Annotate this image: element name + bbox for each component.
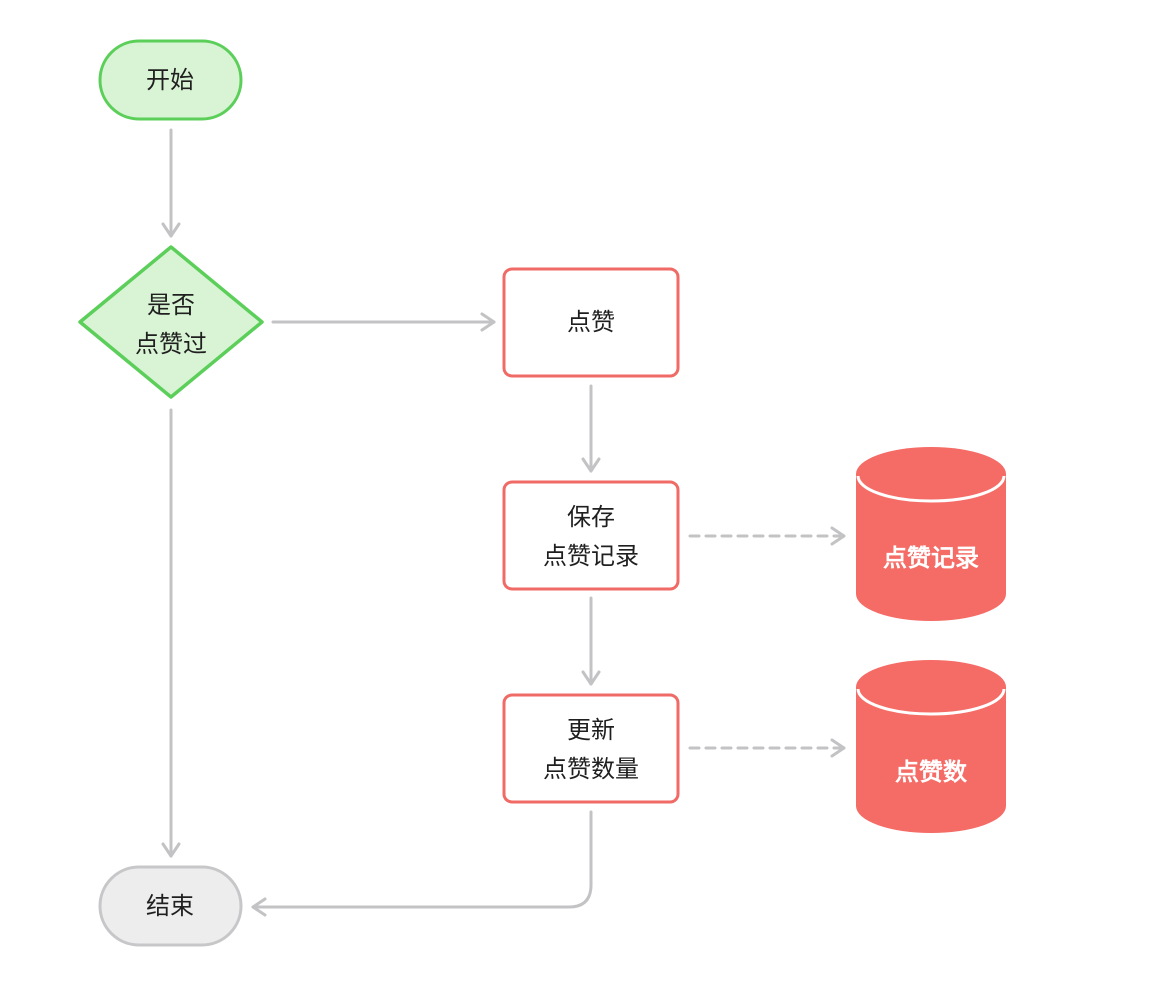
update-count-node: 更新 点赞数量	[502, 693, 680, 804]
edge-update-count-to-end	[251, 810, 593, 917]
db-count-label: 点赞数	[895, 758, 968, 786]
db-count-rim	[856, 688, 1006, 716]
db-records-body	[856, 447, 1006, 621]
like-node-shape	[502, 267, 680, 378]
end-node: 结束	[98, 865, 243, 947]
decision-node-shape	[78, 245, 264, 399]
decision-node-label-line1: 是否	[147, 291, 195, 319]
start-node-shape	[98, 39, 243, 121]
db-count-body	[856, 660, 1006, 833]
db-records-label: 点赞记录	[883, 544, 979, 572]
update-count-node-label-line1: 更新	[567, 716, 615, 744]
update-count-node-label-line2: 点赞数量	[543, 755, 639, 783]
start-node: 开始	[98, 39, 243, 121]
save-record-node-shape	[502, 480, 680, 591]
end-node-label: 结束	[146, 892, 194, 920]
decision-node: 是否 点赞过	[78, 245, 264, 399]
db-count-node: 点赞数	[856, 660, 1006, 833]
end-node-shape	[98, 865, 243, 947]
like-node: 点赞	[502, 267, 680, 378]
db-records-rim	[856, 475, 1006, 503]
save-record-node-label-line2: 点赞记录	[543, 542, 639, 570]
save-record-node-label-line1: 保存	[567, 503, 615, 531]
edges	[161, 128, 846, 917]
start-node-label: 开始	[146, 66, 194, 94]
save-record-node: 保存 点赞记录	[502, 480, 680, 591]
like-node-label: 点赞	[567, 308, 615, 336]
db-records-node: 点赞记录	[856, 447, 1006, 621]
update-count-node-shape	[502, 693, 680, 804]
decision-node-label-line2: 点赞过	[135, 330, 207, 358]
